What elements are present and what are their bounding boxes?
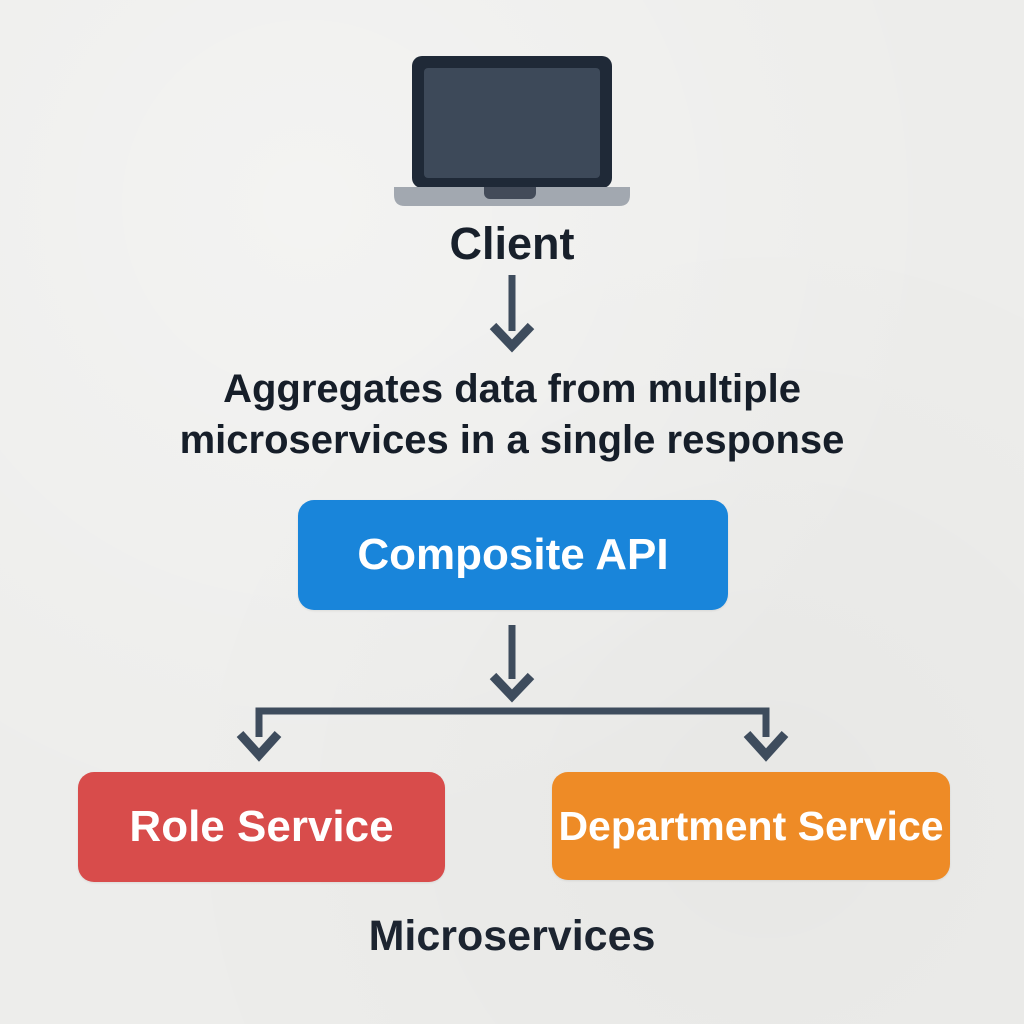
description-text: Aggregates data from multiple microservi… (0, 364, 1024, 466)
branch-connector (255, 707, 770, 737)
role-service-node: Role Service (78, 772, 445, 882)
arrowhead-down-icon (743, 730, 789, 762)
arrowhead-down-icon (489, 322, 535, 353)
role-service-label: Role Service (129, 802, 394, 851)
microservices-group-label: Microservices (368, 912, 656, 960)
description-line-2: microservices in a single response (179, 418, 845, 462)
arrowhead-down-icon (236, 730, 282, 762)
composite-api-node: Composite API (298, 500, 728, 610)
department-service-node: Department Service (552, 772, 950, 880)
laptop-icon (394, 56, 630, 206)
arrowhead-down-icon (489, 672, 535, 703)
department-service-label: Department Service (558, 802, 944, 849)
description-line-1: Aggregates data from multiple (223, 367, 801, 411)
client-label: Client (449, 218, 575, 269)
composite-api-label: Composite API (357, 530, 669, 579)
